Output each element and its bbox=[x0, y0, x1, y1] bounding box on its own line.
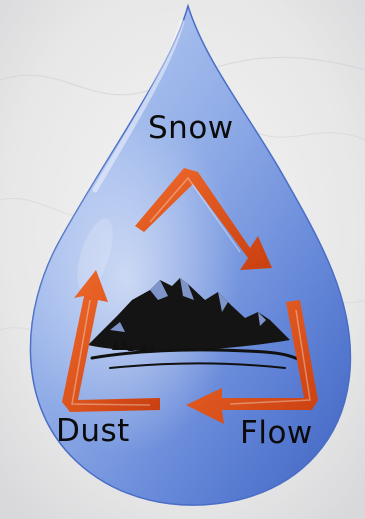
label-snow: Snow bbox=[148, 110, 234, 146]
label-flow: Flow bbox=[240, 415, 313, 451]
arrow-flow-to-dust bbox=[186, 300, 318, 424]
arrow-snow-to-flow bbox=[135, 168, 272, 270]
mountain-landscape-icon bbox=[88, 278, 302, 369]
water-drop-icon bbox=[29, 3, 352, 506]
label-dust: Dust bbox=[56, 413, 130, 449]
arrow-dust-to-snow bbox=[62, 270, 160, 412]
cycle-arrows-icon bbox=[62, 168, 318, 424]
